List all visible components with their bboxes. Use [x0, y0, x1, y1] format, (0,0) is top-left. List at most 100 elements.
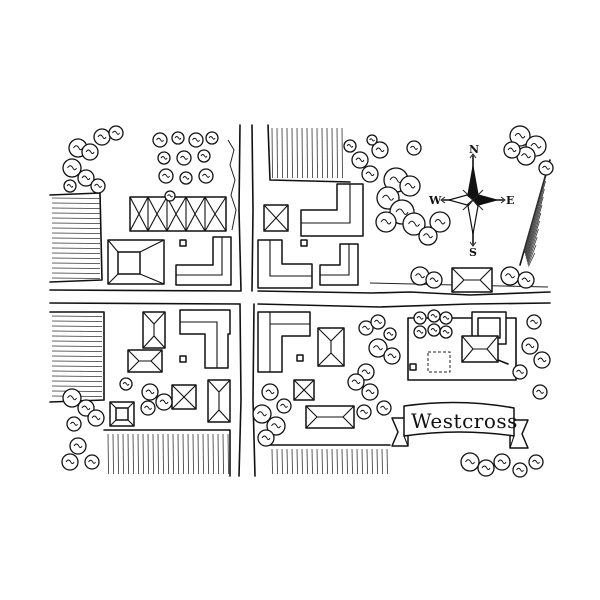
tree-icon — [460, 452, 480, 472]
tree-icon — [152, 132, 168, 148]
tree-icon — [62, 158, 82, 178]
house-l-shape-north-3 — [319, 243, 359, 286]
tree-icon — [521, 337, 539, 355]
tree-icon — [500, 266, 520, 286]
tree-icon — [526, 314, 542, 330]
house-small-south — [171, 384, 197, 410]
tree-icon — [509, 125, 531, 147]
tree-icon — [406, 140, 422, 156]
tree-icon — [356, 404, 372, 420]
tree-icon — [371, 141, 389, 159]
house-row-northwest — [129, 196, 227, 232]
house-tall-southeast — [317, 327, 345, 367]
tree-icon — [252, 404, 272, 424]
tree-icon — [512, 462, 528, 478]
tree-icon — [61, 453, 79, 471]
roads — [49, 124, 551, 477]
tree-icon — [66, 416, 82, 432]
tree-icon — [533, 351, 551, 369]
map-title: Westcross — [411, 409, 518, 433]
tree-icon — [158, 168, 174, 184]
tree-icon — [87, 409, 105, 427]
tree-icon — [77, 169, 95, 187]
tree-icon — [538, 160, 554, 176]
tree-icon — [439, 325, 453, 339]
title-banner: Westcross — [391, 401, 529, 449]
buildings — [107, 183, 517, 429]
tree-icon — [413, 311, 427, 325]
tree-icon — [63, 179, 77, 193]
tree-icon — [176, 150, 192, 166]
tree-icon — [141, 383, 159, 401]
tree-icon — [503, 141, 521, 159]
house-tall-south — [207, 379, 231, 423]
compass-east-label: E — [506, 194, 514, 207]
tree-icon — [347, 373, 365, 391]
tree-icon — [276, 398, 292, 414]
tree-icon — [427, 323, 441, 337]
tree-icon — [266, 416, 286, 436]
house-l-shape-southeast — [257, 311, 311, 373]
compass-south-label: S — [469, 246, 477, 259]
trees — [61, 125, 554, 478]
tree-icon — [418, 226, 438, 246]
house-long-southeast — [305, 405, 355, 429]
tree-icon — [429, 211, 451, 233]
tree-icon — [84, 454, 100, 470]
field-south-center — [267, 444, 391, 475]
tree-icon — [427, 309, 441, 323]
tree-icon — [140, 400, 156, 416]
tree-icon — [108, 125, 124, 141]
field-north-center — [267, 124, 351, 183]
tree-icon — [197, 149, 211, 163]
house-tall-southwest — [142, 311, 166, 349]
tree-icon — [399, 175, 421, 197]
tree-icon — [179, 171, 193, 185]
tree-icon — [119, 377, 133, 391]
tree-icon — [93, 128, 111, 146]
tree-icon — [69, 437, 87, 455]
tree-icon — [376, 400, 392, 416]
tree-icon — [366, 134, 378, 146]
manor-east — [407, 311, 517, 381]
house-square-southwest — [109, 401, 135, 427]
tree-icon — [439, 311, 453, 325]
house-small-square-north — [263, 204, 289, 232]
tree-icon — [361, 383, 379, 401]
compass-west-label: W — [428, 194, 442, 207]
tree-icon — [261, 383, 279, 401]
house-l-shape-north-2 — [257, 239, 313, 289]
tree-icon — [90, 178, 106, 194]
tree-icon — [81, 143, 99, 161]
tree-icon — [517, 271, 535, 289]
tree-icon — [528, 454, 544, 470]
tree-icon — [383, 327, 397, 341]
house-l-shape-southwest — [179, 309, 231, 369]
house-wide-southwest — [127, 349, 163, 373]
compass-north-label: N — [469, 143, 479, 156]
tree-icon — [358, 320, 374, 336]
tree-icon — [512, 364, 528, 380]
tree-icon — [198, 168, 214, 184]
house-courtyard-west — [107, 239, 165, 285]
tree-icon — [375, 211, 397, 233]
house-small-southeast — [293, 379, 315, 401]
tree-icon — [477, 459, 495, 477]
house-l-shape-west — [175, 236, 232, 286]
tree-icon — [188, 132, 204, 148]
tree-icon — [361, 165, 379, 183]
tree-icon — [171, 131, 185, 145]
tree-icon — [370, 314, 386, 330]
tree-icon — [157, 151, 171, 165]
tree-icon — [532, 384, 548, 400]
tree-icon — [413, 325, 427, 339]
field-east — [519, 159, 551, 267]
tree-icon — [425, 271, 443, 289]
tree-icon — [205, 131, 219, 145]
tree-icon — [257, 429, 275, 447]
house-east-lane — [451, 267, 493, 293]
field-south-west — [103, 429, 231, 477]
tree-icon — [493, 453, 511, 471]
tree-icon — [62, 388, 82, 408]
